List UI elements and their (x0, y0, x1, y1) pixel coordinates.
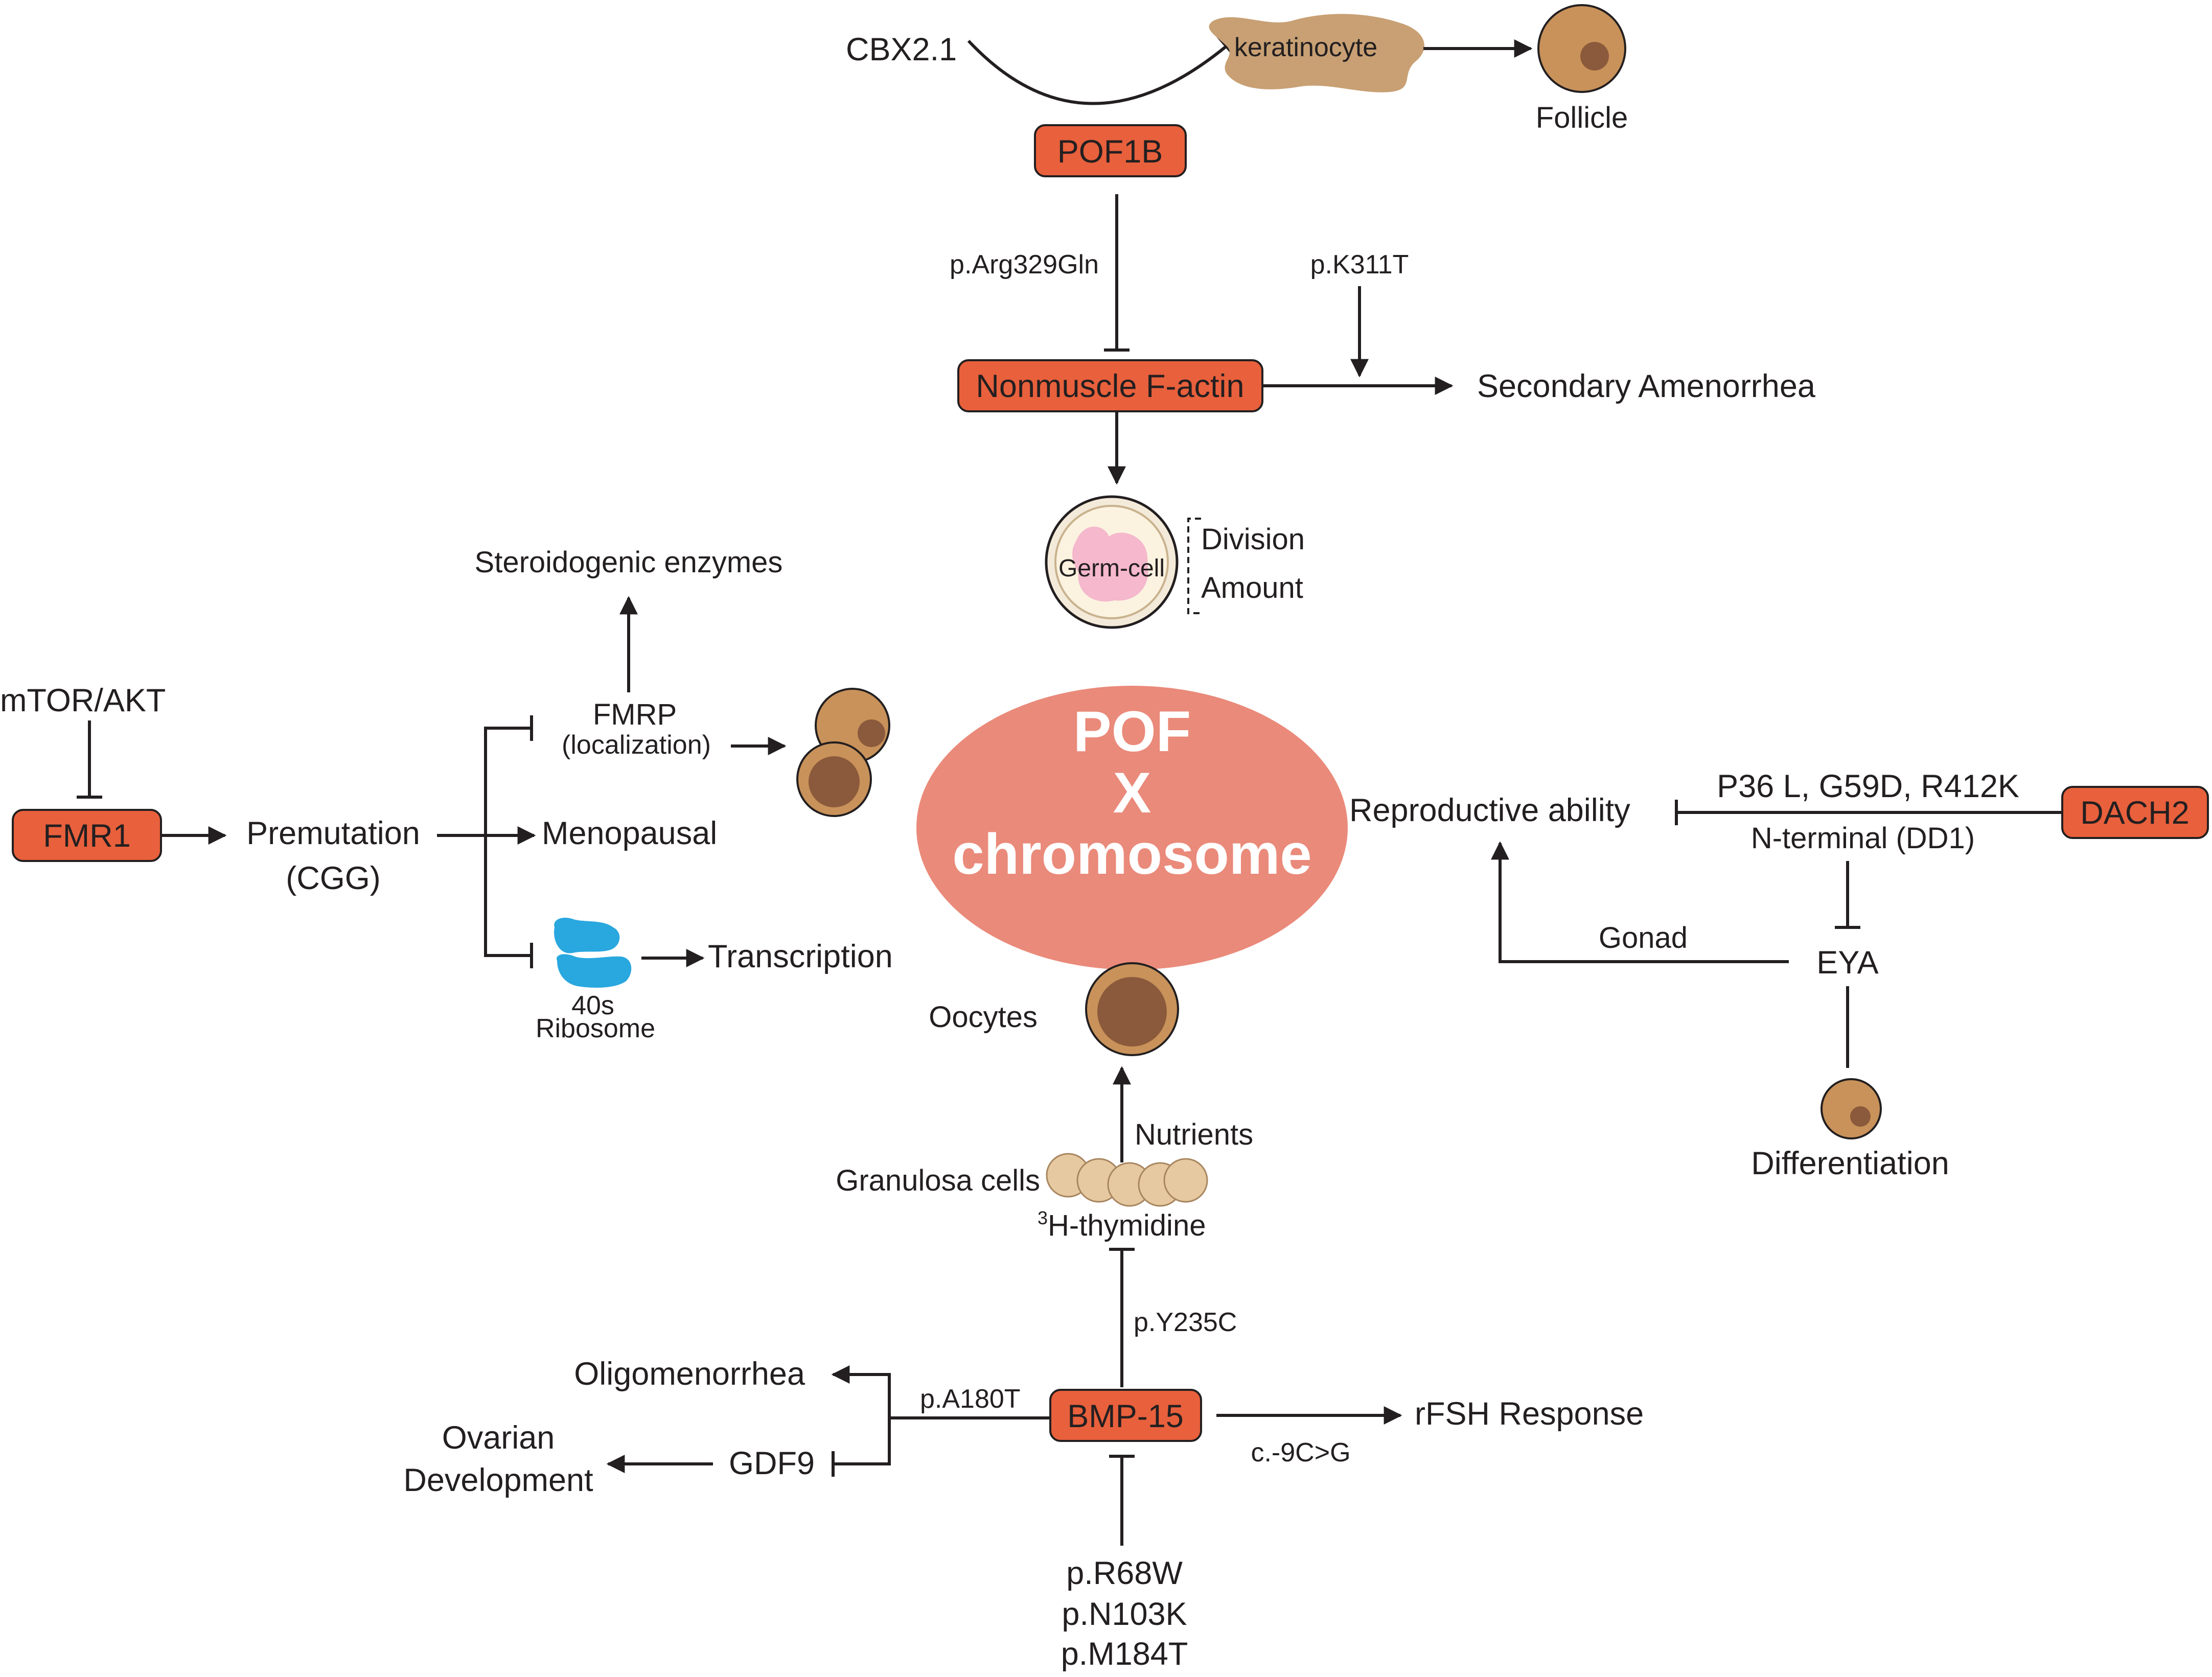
eya-label: EYA (1816, 945, 1878, 981)
dach2-label: DACH2 (2080, 795, 2190, 831)
cgg-label: (CGG) (286, 860, 380, 896)
fmrp-label: FMRP (593, 698, 677, 731)
pn103k-label: p.N103K (1062, 1596, 1187, 1632)
oocyte-icon (1085, 962, 1179, 1056)
pof1b-label: POF1B (1057, 134, 1163, 170)
eya-to-reproductive-arrow (1491, 841, 1789, 963)
center-label-chromosome: chromosome (952, 822, 1311, 886)
thymidine-superscript: 3 (1038, 1207, 1048, 1228)
bmp15-box (1049, 1389, 1202, 1442)
pof1b-box (1034, 124, 1187, 177)
center-label-x: X (1113, 761, 1151, 825)
pa180t-label: p.A180T (920, 1384, 1021, 1414)
py235c-label: p.Y235C (1134, 1308, 1237, 1337)
differentiation-label: Differentiation (1751, 1146, 1949, 1181)
c9c-label: c.-9C>G (1251, 1438, 1350, 1468)
reproductive-ability-label: Reproductive ability (1349, 793, 1630, 828)
transcription-label: Transcription (708, 939, 893, 974)
oligomenorrhea-label: Oligomenorrhea (574, 1356, 805, 1392)
ribosome-40s-label: 40s (571, 991, 614, 1020)
mut-k311t-label: p.K311T (1310, 250, 1409, 280)
thymidine-label: 3H-thymidine (1038, 1207, 1206, 1242)
amount-label: Amount (1201, 571, 1303, 604)
follicle-cells-icon (796, 688, 890, 817)
center-label-pof: POF (1073, 700, 1191, 763)
mtor-akt-label: mTOR/AKT (0, 683, 166, 718)
premutation-label: Premutation (246, 816, 420, 851)
localization-label: (localization) (562, 730, 711, 760)
keratinocyte-icon (1209, 14, 1424, 92)
ovarian-label: Ovarian (442, 1420, 555, 1456)
division-label: Division (1201, 523, 1305, 556)
dach2-box (2061, 786, 2209, 839)
follicle-cell-icon (1537, 4, 1626, 93)
rfsh-response-label: rFSH Response (1415, 1396, 1644, 1432)
granulosa-cells-label: Granulosa cells (836, 1164, 1040, 1197)
cbx-label: CBX2.1 (846, 32, 957, 67)
oligo-branch-line (831, 1365, 891, 1418)
germcell-bracket (1187, 518, 1201, 614)
ribosome-label: Ribosome (536, 1014, 655, 1043)
mutations-label: P36 L, G59D, R412K (1717, 768, 2019, 804)
pm184t-label: p.M184T (1061, 1636, 1188, 1672)
gdf9-label: GDF9 (729, 1446, 815, 1481)
fmr1-label: FMR1 (43, 818, 131, 854)
premutation-branch-line (484, 727, 532, 957)
menopausal-label: Menopausal (542, 816, 717, 851)
secondary-amenorrhea-label: Secondary Amenorrhea (1477, 368, 1816, 404)
mut-arg329gln-label: p.Arg329Gln (950, 250, 1099, 280)
cbx-inhibition-arc (967, 39, 1228, 105)
steroidogenic-label: Steroidogenic enzymes (475, 546, 783, 579)
germ-cell-label: Germ-cell (1058, 555, 1165, 582)
gdf9-branch-line (833, 1418, 891, 1465)
nutrients-label: Nutrients (1135, 1118, 1253, 1151)
ribosome-icon (554, 917, 632, 988)
n-terminal-label: N-terminal (DD1) (1751, 822, 1975, 855)
pr68w-label: p.R68W (1066, 1555, 1183, 1591)
oocytes-label: Oocytes (929, 1000, 1038, 1034)
differentiation-cell-icon (1821, 1078, 1882, 1139)
bmp15-label: BMP-15 (1067, 1399, 1184, 1434)
gonad-label: Gonad (1599, 921, 1688, 954)
nonmuscle-factin-label: Nonmuscle F-actin (976, 368, 1244, 404)
thymidine-text: H-thymidine (1048, 1209, 1206, 1242)
granulosa-cells-icon (1046, 1153, 1208, 1207)
development-label: Development (403, 1462, 593, 1498)
keratinocyte-label: keratinocyte (1234, 33, 1377, 62)
germ-cell-icon (1045, 495, 1179, 629)
center-ellipse (916, 686, 1348, 970)
follicle-label: Follicle (1536, 101, 1628, 134)
